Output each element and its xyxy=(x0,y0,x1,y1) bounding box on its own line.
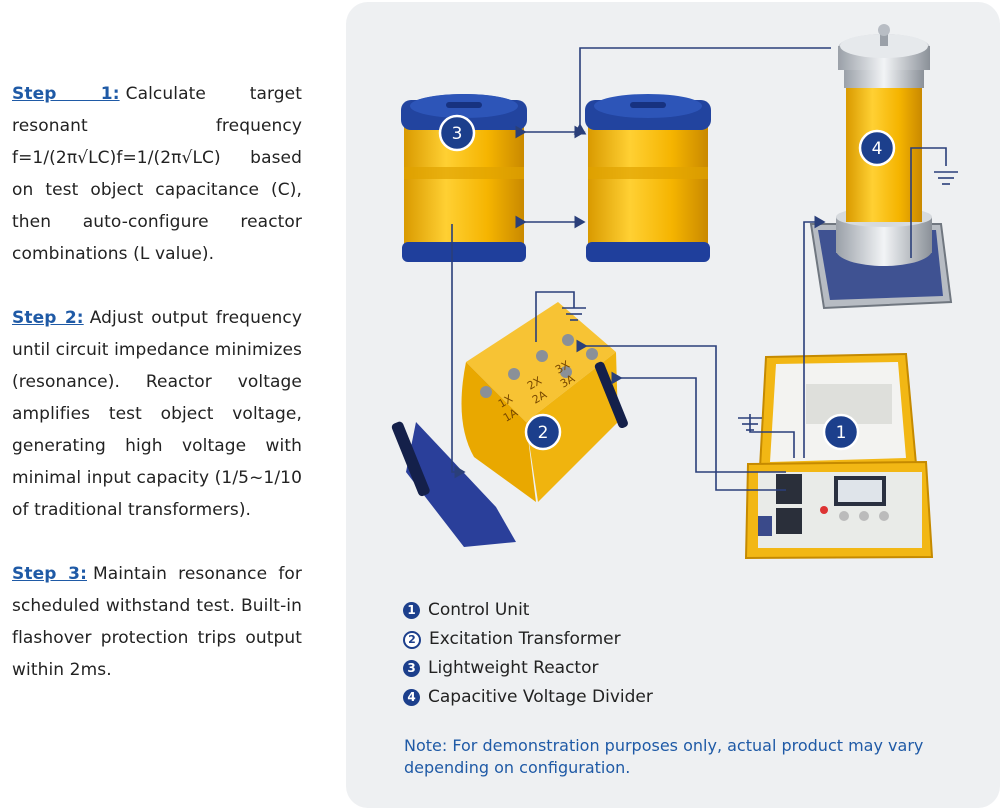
divider-badge: 4 xyxy=(858,129,896,167)
reactor-badge: 3 xyxy=(438,114,476,152)
wire-transformer-ground xyxy=(535,291,575,342)
wire-divider-ground xyxy=(910,147,947,258)
legend-label: Control Unit xyxy=(428,600,530,620)
step-1-label: Step 1: xyxy=(12,84,120,104)
reactor-right xyxy=(585,94,711,262)
wiring xyxy=(451,47,947,491)
ground-transformer xyxy=(562,307,586,321)
excitation-transformer: 1X 1A 2X 2A 3X 3A xyxy=(391,302,628,547)
step-1: Step 1:Calculate target resonant frequen… xyxy=(12,78,302,270)
step-3-text: Maintain resonance for scheduled withsta… xyxy=(12,564,302,680)
step-2-label: Step 2: xyxy=(12,308,84,328)
divider-badge-number: 4 xyxy=(872,139,883,159)
legend-number: 3 xyxy=(403,660,420,677)
disclaimer-note: Note: For demonstration purposes only, a… xyxy=(404,736,924,777)
legend-number: 2 xyxy=(403,630,421,649)
wire-control-to-divider xyxy=(803,215,826,458)
step-3: Step 3:Maintain resonance for scheduled … xyxy=(12,558,302,686)
marking-2x: 2X xyxy=(525,374,544,393)
legend-item: 1 Control Unit xyxy=(403,596,963,625)
wire-reactor-to-transformer xyxy=(451,224,466,479)
legend-item: 3 Lightweight Reactor xyxy=(403,654,963,683)
legend-number: 1 xyxy=(403,602,420,619)
transformer-badge-number: 2 xyxy=(538,423,549,443)
wire-control-ground xyxy=(749,414,795,458)
reactor-left xyxy=(401,94,527,262)
step-2-text: Adjust output frequency until circuit im… xyxy=(12,308,302,520)
ground-control xyxy=(738,417,762,431)
legend-label: Excitation Transformer xyxy=(429,629,621,649)
control-unit xyxy=(744,352,934,560)
marking-1x: 1X xyxy=(496,392,515,411)
ground-symbols xyxy=(562,171,958,431)
legend-item: 2 Excitation Transformer xyxy=(403,625,963,654)
wire-transformer-to-control xyxy=(576,339,786,491)
legend-item: 4 Capacitive Voltage Divider xyxy=(403,683,963,712)
marking-2a: 2A xyxy=(530,388,549,407)
step-1-text: Calculate target resonant frequency f=1/… xyxy=(12,84,302,264)
ground-divider xyxy=(934,171,958,185)
marking-3a: 3A xyxy=(558,372,577,391)
control-unit-badge-number: 1 xyxy=(836,423,847,443)
transformer-badge: 2 xyxy=(524,413,562,451)
marking-1a: 1A xyxy=(501,406,520,425)
wire-reactor-to-divider xyxy=(573,47,831,135)
voltage-divider xyxy=(809,24,953,310)
step-2: Step 2:Adjust output frequency until cir… xyxy=(12,302,302,526)
reactor-badge-number: 3 xyxy=(452,124,463,144)
steps-column: Step 1:Calculate target resonant frequen… xyxy=(12,78,302,718)
legend-label: Capacitive Voltage Divider xyxy=(428,687,653,707)
legend-label: Lightweight Reactor xyxy=(428,658,599,678)
wire-transformer-to-control-2 xyxy=(611,371,786,473)
control-unit-badge: 1 xyxy=(822,413,860,451)
marking-3x: 3X xyxy=(553,358,572,377)
system-diagram: 3 4 1X 1A 2X 2A 3X 3A xyxy=(391,24,958,560)
step-3-label: Step 3: xyxy=(12,564,87,584)
legend-number: 4 xyxy=(403,689,420,706)
